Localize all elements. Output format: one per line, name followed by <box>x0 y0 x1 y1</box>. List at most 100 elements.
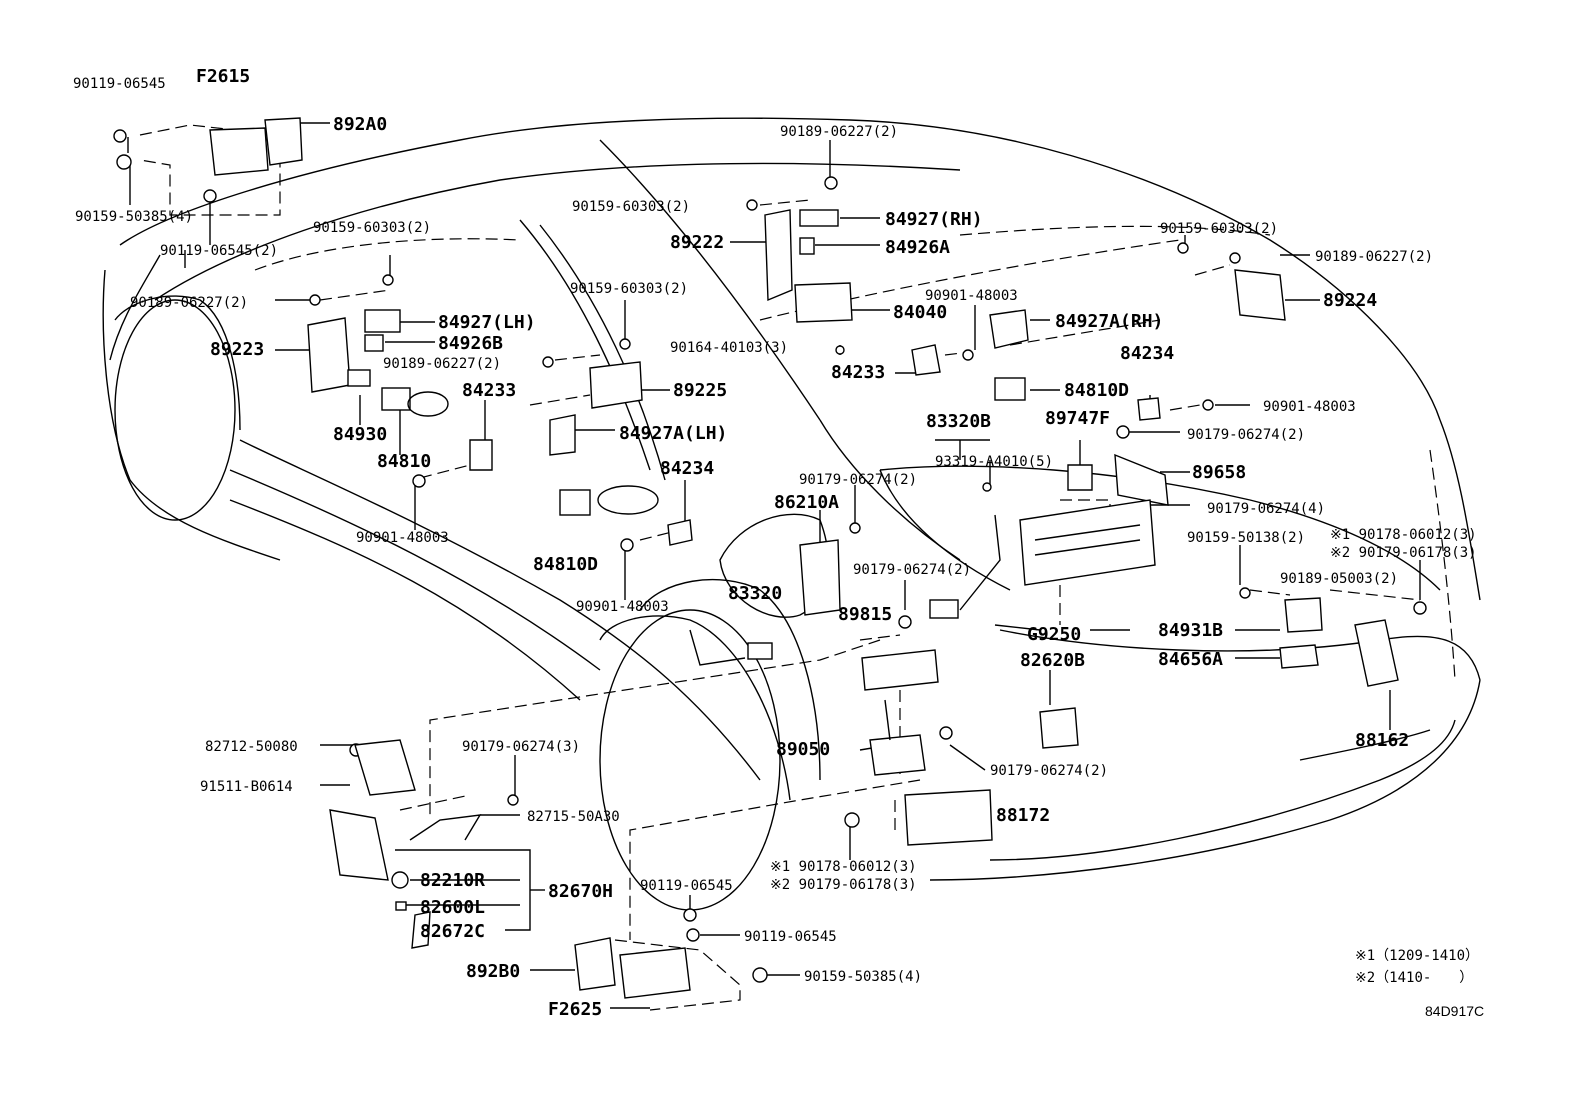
label-84927A-LH: 84927A(LH) <box>619 423 727 444</box>
label-90189-06227-2: 90189-06227(2) <box>130 295 248 311</box>
sensor-89747F <box>1067 464 1093 491</box>
label-90119-06545-b: 90119-06545 <box>640 878 733 894</box>
unit-892B0 <box>574 937 616 991</box>
ecu-89223 <box>307 317 351 393</box>
label-90179-06274-2-c: 90179-06274(2) <box>853 562 971 578</box>
label-90164-40103-3: 90164-40103(3) <box>670 340 788 356</box>
label-84234-right: 84234 <box>1120 343 1174 364</box>
label-82210R: 82210R <box>420 870 485 891</box>
label-82712-50080: 82712-50080 <box>205 739 298 755</box>
leader-lines <box>127 122 1421 1011</box>
label-84930: 84930 <box>333 424 387 445</box>
unit-88162 <box>1354 619 1399 687</box>
label-82672C: 82672C <box>420 921 485 942</box>
label-90189-05003-2: 90189-05003(2) <box>1280 571 1398 587</box>
diagram-id: 84D917C <box>1425 1003 1484 1019</box>
label-84931B: 84931B <box>1158 620 1223 641</box>
unit-89224 <box>1234 269 1286 321</box>
label-89747F: 89747F <box>1045 408 1110 429</box>
label-90179-06178-3-a: ※2 90179-06178(3) <box>1330 545 1477 561</box>
unit-89225 <box>589 361 643 409</box>
label-84926A: 84926A <box>885 237 950 258</box>
bolt-icon-group <box>113 129 1427 983</box>
label-90901-48003-c: 90901-48003 <box>925 288 1018 304</box>
label-84810D-left: 84810D <box>533 554 598 575</box>
label-90119-06545-2: 90119-06545(2) <box>160 243 278 259</box>
label-90179-06274-2-d: 90179-06274(2) <box>990 763 1108 779</box>
label-89222: 89222 <box>670 232 724 253</box>
label-G9250: G9250 <box>1027 624 1081 645</box>
module-88172 <box>904 789 993 846</box>
label-84233-left: 84233 <box>462 380 516 401</box>
switch-84927-rh <box>799 209 839 227</box>
label-90159-60303-2-b: 90159-60303(2) <box>570 281 688 297</box>
connector-82620B <box>1039 707 1079 749</box>
label-90119-06545: 90119-06545 <box>73 76 166 92</box>
junction-block-82670H <box>329 809 389 881</box>
label-82670H: 82670H <box>548 881 613 902</box>
label-82620B: 82620B <box>1020 650 1085 671</box>
label-84234-left: 84234 <box>660 458 714 479</box>
label-88162: 88162 <box>1355 730 1409 751</box>
label-90178-06012-3-a: ※1 90178-06012(3) <box>1330 527 1477 543</box>
label-90159-50138-2: 90159-50138(2) <box>1187 530 1305 546</box>
label-84810D-right: 84810D <box>1064 380 1129 401</box>
label-84927-RH: 84927(RH) <box>885 209 983 230</box>
cover-82712-50080 <box>354 739 416 796</box>
label-84040: 84040 <box>893 302 947 323</box>
label-90901-48003-d: 90901-48003 <box>1263 399 1356 415</box>
label-84927-LH: 84927(LH) <box>438 312 536 333</box>
label-91511-B0614: 91511-B0614 <box>200 779 293 795</box>
label-82600L: 82600L <box>420 897 485 918</box>
label-86210A: 86210A <box>774 492 839 513</box>
label-89815: 89815 <box>838 604 892 625</box>
note-1: ※1（1209-1410） <box>1355 948 1479 964</box>
label-90179-06274-3: 90179-06274(3) <box>462 739 580 755</box>
label-90159-50385-4: 90159-50385(4) <box>75 209 193 225</box>
label-892A0: 892A0 <box>333 114 387 135</box>
label-89050: 89050 <box>776 739 830 760</box>
label-93319-A4010-5: 93319-A4010(5) <box>935 454 1053 470</box>
label-89224: 89224 <box>1323 290 1377 311</box>
sensor-83320 <box>747 642 773 660</box>
ecu-G9250 <box>1019 499 1156 586</box>
label-90901-48003-left: 90901-48003 <box>356 530 449 546</box>
label-90179-06274-4: 90179-06274(4) <box>1207 501 1325 517</box>
bracket-84931B <box>1284 597 1323 633</box>
bracket-89222 <box>764 209 793 302</box>
car-body-outline <box>102 117 1481 911</box>
label-90178-06012-3-b: ※1 90178-06012(3) <box>770 859 917 875</box>
label-90159-60303-2-d: 90159-60303(2) <box>1160 221 1278 237</box>
module-89815 <box>861 649 939 691</box>
bracket-89658 <box>1114 453 1169 506</box>
legend-notes: ※1（1209-1410） ※2（1410- ） 84D917C <box>1355 948 1484 1019</box>
label-84926B: 84926B <box>438 333 503 354</box>
parts <box>113 117 1427 999</box>
label-90189-06227-2-c: 90189-06227(2) <box>780 124 898 140</box>
label-89658: 89658 <box>1192 462 1246 483</box>
label-84233-center: 84233 <box>831 362 885 383</box>
label-90189-06227-2-d: 90189-06227(2) <box>1315 249 1433 265</box>
bracket-89050 <box>869 734 926 776</box>
label-88172: 88172 <box>996 805 1050 826</box>
label-90189-06227-2-b: 90189-06227(2) <box>383 356 501 372</box>
label-83320B: 83320B <box>926 411 991 432</box>
label-90179-06274-2-b: 90179-06274(2) <box>799 472 917 488</box>
label-F2625: F2625 <box>548 999 602 1020</box>
label-83320: 83320 <box>728 583 782 604</box>
part-labels: 90119-06545 F2615 892A0 90159-50385(4) 9… <box>73 66 1477 1020</box>
label-89225: 89225 <box>673 380 727 401</box>
label-90159-60303-2-c: 90159-60303(2) <box>572 199 690 215</box>
switch-84927-lh <box>364 309 401 333</box>
label-F2615: F2615 <box>196 66 250 87</box>
label-90179-06274-2-a: 90179-06274(2) <box>1187 427 1305 443</box>
label-90901-48003-b: 90901-48003 <box>576 599 669 615</box>
label-90159-60303-2: 90159-60303(2) <box>313 220 431 236</box>
label-84927A-RH: 84927A(RH) <box>1055 311 1163 332</box>
bracket-86210A <box>799 539 841 616</box>
label-892B0: 892B0 <box>466 961 520 982</box>
label-84656A: 84656A <box>1158 649 1223 670</box>
label-89223: 89223 <box>210 339 264 360</box>
